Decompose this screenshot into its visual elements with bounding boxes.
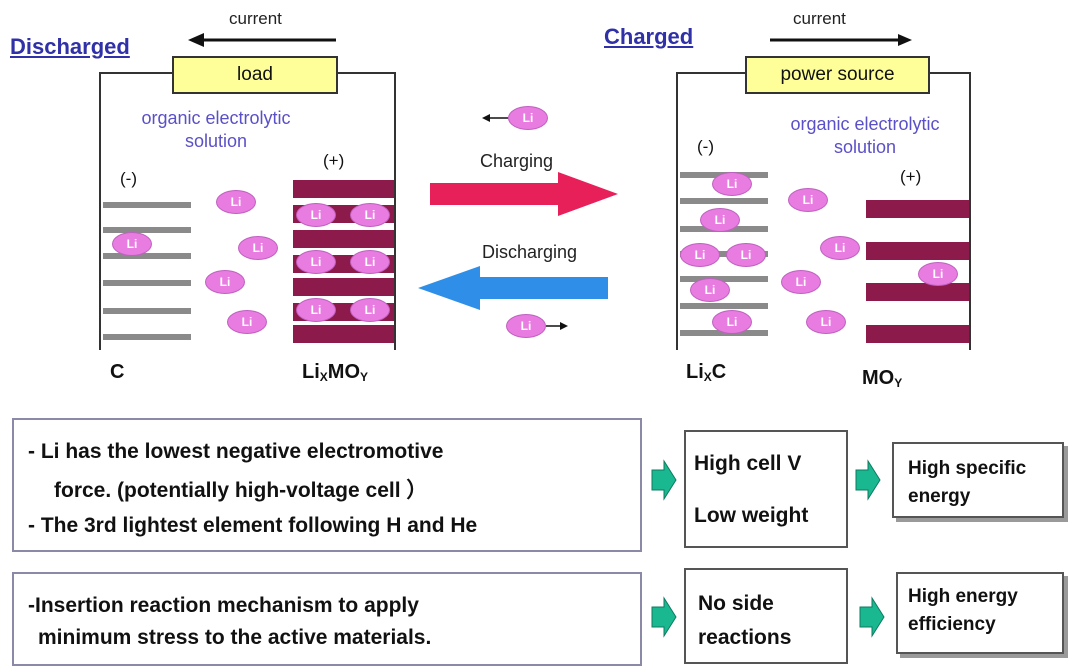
green-arrow-icon [855,459,881,501]
li-ion: Li [296,298,336,322]
cathode-label-left: LiXMOY [302,361,369,384]
circuit-wire-right [676,72,971,350]
anode-label-right: LiXC [686,361,727,384]
li-ion: Li [296,203,336,227]
li-ion: Li [508,106,548,130]
li-ion: Li [238,236,278,260]
reason-line: minimum stress to the active materials. [38,626,432,649]
result-line: High specific [908,458,1027,479]
li-ion: Li [350,250,390,274]
cathode-plates-right [866,200,969,343]
result-line: High energy [908,586,1018,607]
li-ion: Li [820,236,860,260]
power-source-box: power source [745,56,930,94]
li-ion: Li [781,270,821,294]
feature-result-box-1: High specific energy [892,442,1064,518]
li-ion: Li [806,310,846,334]
feature-property-box-2: No side reactions [684,568,848,664]
electrolyte-label-left: organic electrolytic solution [141,108,291,151]
feature-result-box-2: High energy efficiency [896,572,1064,654]
li-ion: Li [112,232,152,256]
cathode-sign-left: (+) [323,151,345,170]
reason-line: - The 3rd lightest element following H a… [28,514,478,537]
discharged-label: Discharged [10,34,130,59]
reason-line: -Insertion reaction mechanism to apply [28,594,419,617]
li-ion: Li [726,243,766,267]
feature-reason-box-2: -Insertion reaction mechanism to apply m… [12,572,642,666]
li-ion: Li [350,203,390,227]
charging-label: Charging [480,151,554,171]
result-line: efficiency [908,614,996,635]
electrolyte-label-right: organic electrolytic solution [790,114,940,157]
feature-reason-box-1: - Li has the lowest negative electromoti… [12,418,642,552]
anode-label-left: C [110,361,125,383]
cathode-sign-right: (+) [900,167,922,186]
li-ion: Li [918,262,958,286]
charged-label: Charged [604,24,694,49]
li-ion: Li [506,314,546,338]
li-ion: Li [205,270,245,294]
discharging-label: Discharging [482,242,578,262]
green-arrow-icon [651,596,677,638]
charging-arrow [430,172,618,216]
li-ion: Li [680,243,720,267]
green-arrow-icon [859,596,885,638]
current-arrow-left [188,33,336,47]
property-line: No side [698,592,774,615]
green-arrow-icon [651,459,677,501]
property-line: High cell V [694,452,802,475]
current-label-left: current [229,9,282,28]
li-ion: Li [712,310,752,334]
circuit-wire-left [99,72,396,350]
property-line: Low weight [694,504,809,527]
cathode-label-right: MOY [862,367,903,390]
process-arrows [418,114,618,330]
property-line: reactions [698,626,792,649]
current-arrow-right [770,34,912,46]
result-line: energy [908,486,971,507]
discharging-arrow [418,266,608,310]
reason-line: - Li has the lowest negative electromoti… [28,440,444,463]
current-label-right: current [793,9,846,28]
li-ion: Li [227,310,267,334]
load-box: load [172,56,338,94]
ion-direction-right-icon [546,322,568,330]
anode-sign-right: (-) [697,137,714,156]
li-ion: Li [350,298,390,322]
li-ion: Li [712,172,752,196]
li-ion: Li [690,278,730,302]
feature-property-box-1: High cell V Low weight [684,430,848,548]
li-ion: Li [296,250,336,274]
anode-plates-left [103,202,191,340]
anode-sign-left: (-) [120,169,137,188]
ion-direction-left-icon [482,114,508,122]
li-ion: Li [700,208,740,232]
reason-line: force. (potentially high-voltage cell ） [54,479,428,502]
li-ion: Li [788,188,828,212]
li-ion: Li [216,190,256,214]
